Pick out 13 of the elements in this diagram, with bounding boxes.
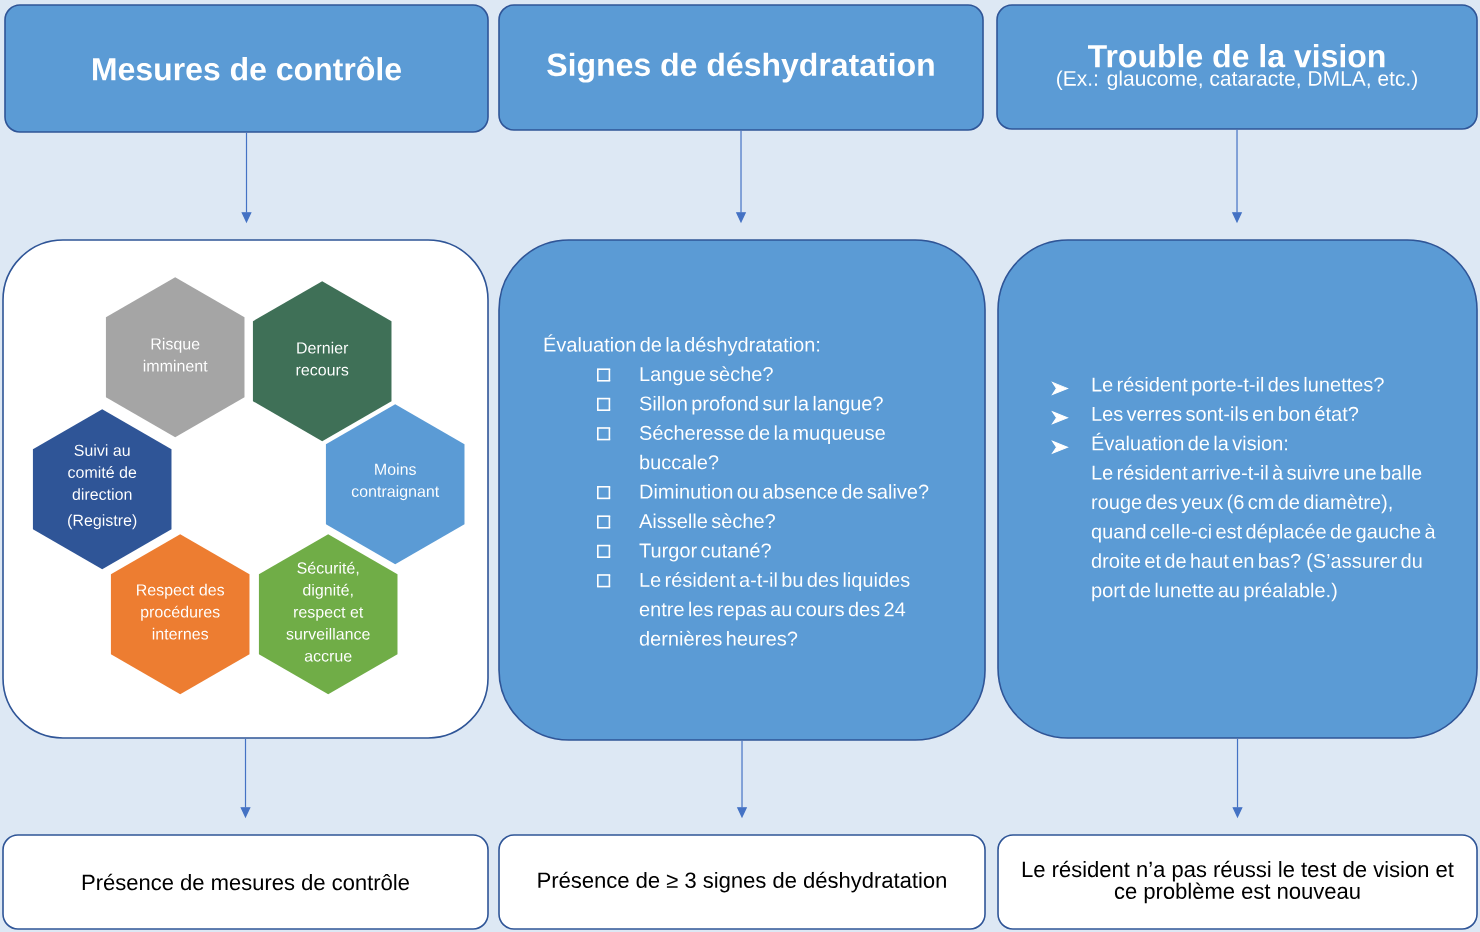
question-panel: Le résident porte-t-il des lunettes? Les verres sont-ils en bon état? Évaluation de la vision: Le résident arrive-t-il à suivre une balle rouge des yeux (6 cm de diamètre), quand celle-ci est déplacée de gauche à droite et de haut en bas? (S’assurer du port de lunette au préalable.) — [997, 239, 1478, 739]
header-box: Trouble de la vision (Ex.: glaucome, cataracte, DMLA, etc.) — [996, 4, 1478, 130]
hexagon: Risque imminent — [105, 277, 245, 438]
header-box: Signes de déshydratation — [498, 4, 984, 131]
result-box: Présence de mesures de contrôle — [2, 834, 489, 930]
hexagon: Suivi au comité de direction (Registre) — [32, 409, 172, 570]
hexagon: Dernier recours — [252, 281, 392, 442]
hexagon: Respect des procédures internes — [110, 534, 250, 695]
result-box: Le résident n’a pas réussi le test de vision et ce problème est nouveau — [997, 834, 1478, 930]
hexagon: Sécurité, dignité, respect et surveillance accrue — [258, 534, 398, 695]
header-box: Mesures de contrôle — [4, 4, 489, 133]
checklist-panel: Évaluation de la déshydratation: Langue sèche? Sillon profond sur la langue? Sécheresse de la muqueuse buccale? Diminution ou absence de salive? Aisselle sèche? Turgor cutané? Le résident a-t-il bu des liquides entre les repas au cours des 24 dernières heures? — [498, 239, 986, 741]
result-box: Présence de ≥ 3 signes de déshydratation — [498, 834, 986, 930]
